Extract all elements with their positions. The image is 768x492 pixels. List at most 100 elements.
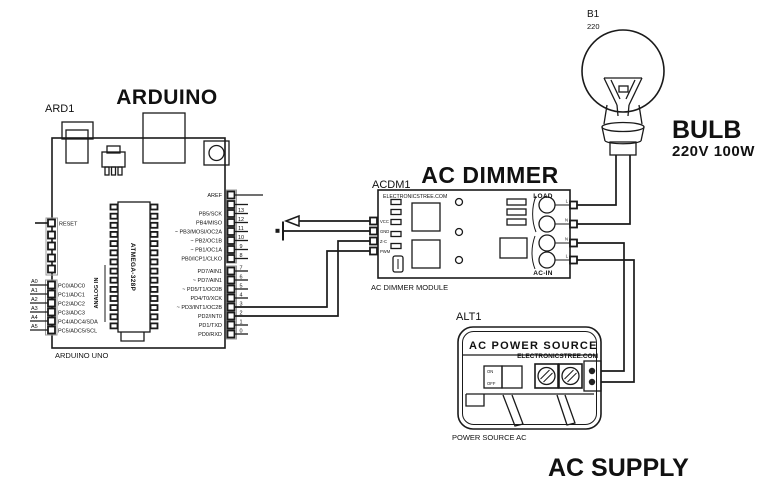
pin-11-label: ~ PB3/MOSI/OC2A — [175, 230, 223, 236]
pin-2-label: PD2/INT0 — [198, 314, 222, 320]
wire-acin-n — [577, 242, 625, 372]
pin-10-label: ~ PB2/OC1B — [190, 239, 222, 245]
pin-12-number: 12 — [238, 217, 244, 223]
pin-8-label: PB0/ICP1/CLKO — [181, 257, 222, 263]
switch-off-label: OFF — [487, 381, 496, 386]
pin-5-label: ~ PD5/T1/OC0B — [182, 287, 222, 293]
pin-a0: A0 — [31, 279, 38, 285]
pin-13-number: 13 — [238, 208, 244, 214]
reset-label: RESET — [59, 222, 78, 228]
pin-a1-label: PC1/ADC1 — [58, 293, 85, 299]
resistor-icon — [506, 208, 527, 216]
bulb-value: 220 — [587, 22, 600, 31]
pin-7-number: 7 — [239, 266, 242, 272]
chip-pin — [149, 295, 159, 302]
dimmer-pin-gnd: GND — [380, 229, 389, 234]
mounting-hole — [454, 197, 464, 207]
load-label: LOAD — [533, 193, 553, 200]
chip-pin — [149, 313, 159, 321]
bulb-ref: B1 — [587, 9, 600, 20]
pin-a3: A3 — [31, 306, 38, 312]
bulb-globe — [581, 29, 665, 113]
arduino-component: ARDUINO ARD1 ATMEGA-328P ANAL — [30, 86, 263, 360]
pin-4-number: 4 — [239, 293, 242, 299]
dimmer-board-outline — [377, 189, 571, 279]
triac-icon — [411, 239, 441, 269]
pin-1-label: PD1/TXD — [199, 323, 222, 329]
chip-pin — [109, 295, 119, 302]
wire-bulb-load-n — [577, 155, 631, 225]
pin-7-label: PD7/AIN1 — [198, 269, 222, 275]
pin-2-number: 2 — [239, 311, 242, 317]
supply-stand — [465, 393, 594, 427]
output-terminal — [588, 378, 596, 386]
pin-a4-label: PC4/ADC4/SDA — [58, 320, 98, 326]
switch-on-label: ON — [487, 369, 493, 374]
pin-a5-label: PC5/ADC5/SCL — [58, 329, 97, 335]
output-terminal — [588, 367, 596, 375]
pin-9-number: 9 — [239, 244, 242, 250]
reset-button-icon — [203, 140, 230, 166]
dimmer-pin-zc: Z-C — [380, 239, 387, 244]
vcc-arrow-symbol — [283, 214, 370, 228]
pin-4-label: PD4/T0/XCK — [191, 296, 223, 302]
chip-pin — [109, 267, 119, 275]
bulb-base — [601, 104, 645, 156]
terminal-n1: N — [565, 218, 568, 223]
wire-acin-l — [577, 259, 635, 383]
pin-a0-label: PC0/ADC0 — [58, 284, 85, 290]
chip-pin — [149, 304, 159, 312]
chip-pin — [109, 313, 119, 321]
pin-8-number: 8 — [239, 253, 242, 259]
atmega-chip: ATMEGA-328P — [109, 201, 159, 342]
chip-pin — [109, 230, 119, 238]
pin-a2: A2 — [31, 297, 38, 303]
pin-6-label: ~ PD7/AIN1 — [193, 278, 222, 284]
pin-0-number: 0 — [239, 329, 242, 335]
chip-pins — [109, 203, 159, 330]
chip-pin — [109, 285, 119, 293]
analog-pins: A0 PC0/ADC0 A1 PC1/ADC1 A2 PC2/ADC2 A3 P… — [30, 279, 98, 336]
wire-pin2-to-zc — [234, 240, 370, 317]
pin-1-number: 1 — [239, 320, 242, 326]
supply-brand: ELECTRONICSTREE.COM — [517, 353, 598, 360]
aref-label: AREF — [207, 193, 222, 199]
bulb-title: BULB — [672, 116, 741, 144]
acin-label: AC-IN — [533, 270, 553, 277]
power-switch-icon: ON OFF — [483, 365, 523, 389]
dimmer-left-pins: VCC GND Z-C PWM — [369, 216, 391, 256]
supply-title: AC SUPPLY — [548, 454, 689, 482]
chip-bottom-wire — [120, 332, 145, 342]
pin-13-label: PB5/SCK — [199, 212, 223, 218]
supply-panel-title: AC POWER SOURCE — [469, 340, 598, 352]
wire-pin3-to-pwm — [234, 250, 370, 308]
pin-a4: A4 — [31, 315, 38, 321]
dimmer-internal-parts — [390, 197, 528, 273]
chip-pin — [109, 221, 119, 229]
pin-11-number: 11 — [238, 226, 244, 232]
resistor-icon — [506, 218, 527, 226]
ac-supply-component: ALT1 AC POWER SOURCE ELECTRONICSTREE.COM… — [452, 311, 689, 482]
chip-pin — [109, 322, 119, 330]
arduino-board-label: ARDUINO UNO — [55, 351, 109, 360]
dimmer-board-label: AC DIMMER MODULE — [371, 283, 448, 292]
pin-10-number: 10 — [238, 235, 244, 241]
dimmer-brand: ELECTRONICSTREE.COM — [383, 194, 447, 200]
reset-header: RESET — [35, 217, 78, 276]
power-jack-icon — [142, 112, 186, 164]
digital-pins: AREF 13 PB5/SCK 12 PB4/MISO 11 ~ PB3/MOS… — [175, 189, 263, 340]
supply-ref: ALT1 — [456, 311, 481, 323]
chip-pin — [109, 203, 119, 211]
chip-pin — [109, 240, 119, 248]
analog-group-label: ANALOG IN — [94, 278, 100, 309]
chip-pin — [109, 276, 119, 284]
chip-pin — [149, 322, 159, 330]
chip-pin — [109, 249, 119, 257]
pin-a3-label: PC3/ADC3 — [58, 311, 85, 317]
chip-pin — [149, 203, 159, 211]
chip-pin — [109, 304, 119, 312]
terminal-l2: L — [566, 254, 569, 259]
supply-inner-outline — [462, 331, 597, 425]
